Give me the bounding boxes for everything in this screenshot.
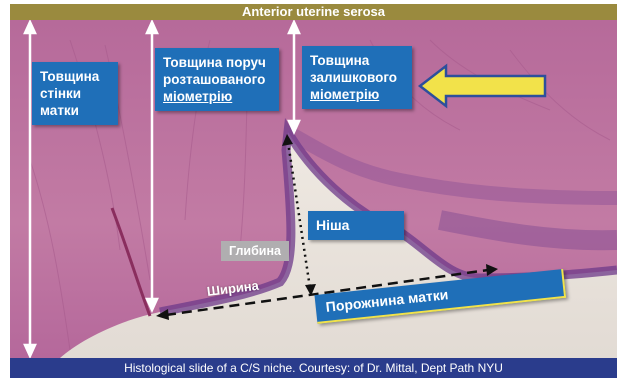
wall-thickness-line-3: матки [40,102,110,119]
residual-myometrium-label: Товщина залишкового міометрію [302,46,412,109]
adjacent-myometrium-line-1: Товщина поруч [163,54,271,71]
wall-thickness-label: Товщина стінки матки [32,62,118,125]
residual-myometrium-line-2: залишкового [310,69,404,86]
residual-myometrium-line-3: міометрію [310,86,404,103]
adjacent-myometrium-label: Товщина поруч розташованого міометрію [155,48,279,111]
caption-banner: Histological slide of a C/S niche. Court… [10,358,617,378]
adjacent-myometrium-line-2: розташованого [163,71,271,88]
depth-label: Глибина [221,241,289,261]
adjacent-myometrium-line-3: міометрію [163,88,271,105]
niche-label: Ніша [308,211,404,240]
residual-myometrium-line-1: Товщина [310,52,404,69]
wall-thickness-line-1: Товщина [40,68,110,85]
wall-thickness-line-2: стінки [40,85,110,102]
top-banner: Anterior uterine serosa [10,4,617,20]
